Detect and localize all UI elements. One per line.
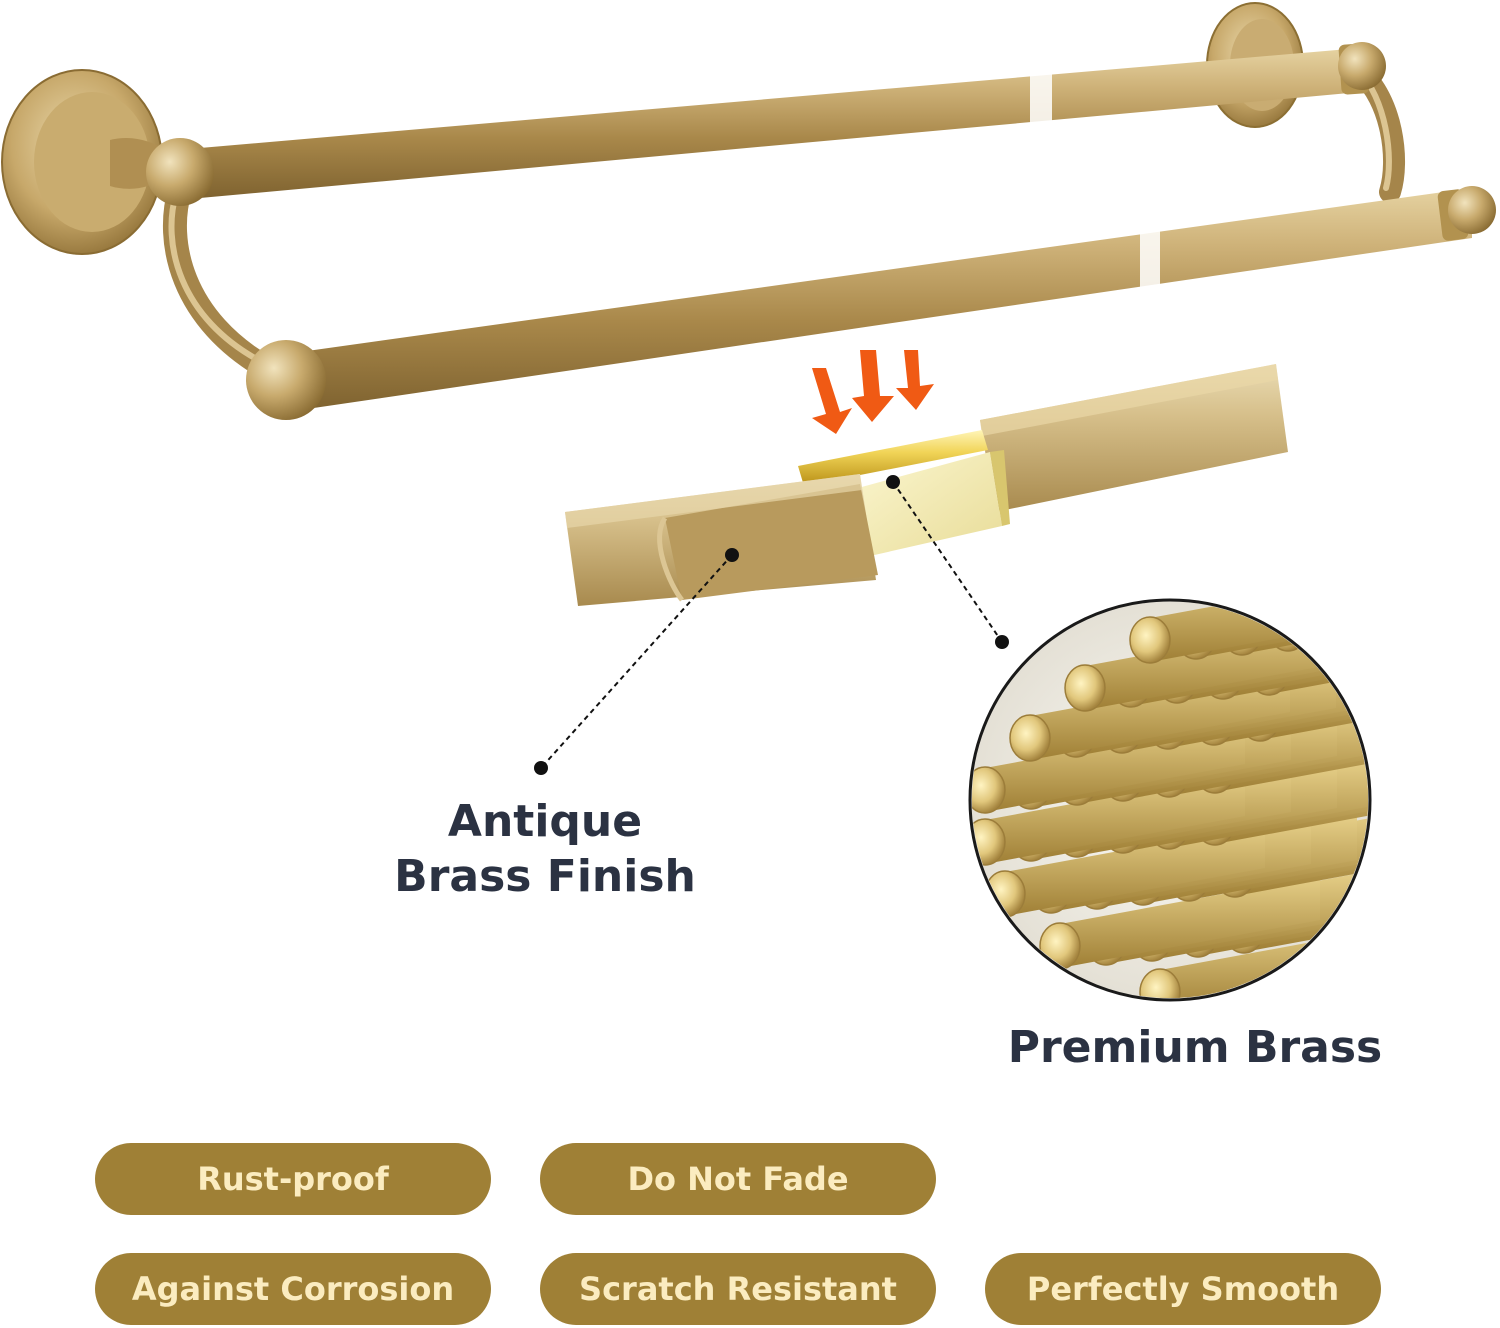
brass-rod-side — [1288, 602, 1368, 650]
brass-core — [858, 452, 1002, 556]
leader-line-premium — [886, 475, 1009, 649]
brass-rod-end — [1039, 922, 1081, 970]
brass-rod-side — [1060, 876, 1320, 968]
lower-rod-left-knob — [246, 340, 326, 420]
brass-rod-end — [1129, 616, 1171, 664]
antique-brass-finish-label: Antique Brass Finish — [380, 794, 710, 904]
antique-label-line1: Antique — [447, 796, 643, 847]
brass-rod-side — [985, 772, 1245, 864]
arrow-down-icon — [852, 350, 894, 422]
brass-rod-end — [1064, 664, 1106, 712]
feature-badge-rust-proof: Rust-proof — [95, 1143, 491, 1215]
tube-cutaway — [565, 364, 1288, 606]
feature-badge-do-not-fade: Do Not Fade — [540, 1143, 936, 1215]
leader-line-antique — [534, 548, 739, 775]
top-rod-left-knob — [146, 138, 214, 206]
lower-rod — [246, 186, 1496, 420]
left-wall-plate — [1, 69, 165, 255]
brass-rods-photo — [968, 598, 1372, 1002]
left-bracket-arm — [163, 178, 282, 382]
towel-bar — [1, 2, 1496, 420]
arrow-down-icon — [812, 368, 852, 434]
brass-rod-end — [972, 766, 1006, 814]
brass-rod-end — [1139, 968, 1181, 998]
brass-rod-end — [1009, 714, 1051, 762]
top-rod-end-knob — [1338, 42, 1386, 90]
brass-rod-side — [1005, 824, 1265, 916]
antique-label-line2: Brass Finish — [394, 851, 696, 902]
premium-brass-label: Premium Brass — [1007, 1022, 1383, 1073]
top-rod — [200, 42, 1386, 198]
feature-badge-scratch-resistant: Scratch Resistant — [540, 1253, 936, 1325]
feature-badge-perfectly-smooth: Perfectly Smooth — [985, 1253, 1381, 1325]
lower-rod-end-knob — [1448, 186, 1496, 234]
arrow-down-icon — [896, 350, 934, 410]
feature-badge-against-corrosion: Against Corrosion — [95, 1253, 491, 1325]
